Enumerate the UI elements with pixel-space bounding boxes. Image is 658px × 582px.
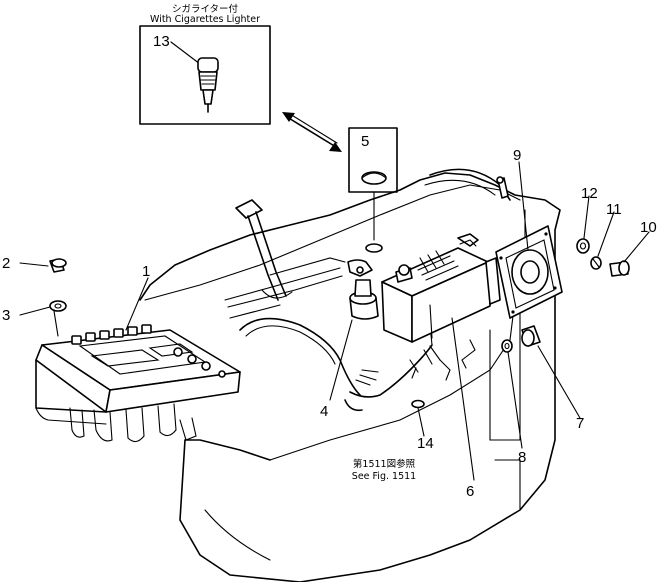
- inset-frame: [139, 25, 271, 125]
- inset-cigarette-lighter: シガライター付 With Cigarettes Lighter 13: [139, 4, 271, 125]
- part-label-11: 11: [606, 201, 622, 218]
- inset-frame-5: [348, 127, 398, 193]
- inset-part-5: 5: [348, 127, 398, 253]
- part-label-12: 12: [581, 185, 598, 202]
- leader-3: [19, 306, 51, 316]
- fuse-box: [381, 233, 491, 343]
- leader-9: [518, 161, 529, 251]
- part-label-3: 3: [2, 307, 10, 324]
- leader-13: [170, 41, 201, 65]
- key-switch: [347, 259, 379, 320]
- bolt-7: [521, 325, 541, 347]
- part-label-9: 9: [513, 147, 521, 164]
- leader-11: [597, 211, 615, 257]
- screw-10: [609, 260, 630, 277]
- leader-6: [451, 317, 475, 481]
- inset-caption-jp: シガライター付: [172, 4, 239, 15]
- washer-3: [49, 300, 67, 312]
- leader-7: [537, 345, 581, 419]
- wire-harness: [239, 317, 476, 412]
- washer-12: [576, 238, 590, 254]
- reference-note-jp: 第1511図参照: [353, 458, 416, 470]
- inset-caption-en: With Cigarettes Lighter: [150, 14, 260, 25]
- part-label-7: 7: [576, 415, 584, 432]
- part-labels: 2 3 1 4 6 7 8 9 10 11 12 14: [2, 147, 657, 500]
- part-label-2: 2: [2, 255, 10, 272]
- leader-10: [623, 231, 650, 263]
- washer-8: [501, 339, 513, 353]
- control-lever: [235, 199, 293, 301]
- speaker: [485, 225, 563, 319]
- part-label-4: 4: [320, 403, 328, 420]
- grommet-14: [411, 399, 425, 409]
- leader-8: [507, 351, 523, 449]
- panel-knobs: [71, 324, 226, 378]
- leader-2: [19, 262, 49, 267]
- reference-note-en: See Fig. 1511: [352, 471, 416, 482]
- console-body: [139, 168, 561, 582]
- instrument-panel: [35, 324, 241, 443]
- part-label-6: 6: [466, 483, 474, 500]
- console-outline: [139, 172, 561, 582]
- part-label-8: 8: [518, 449, 526, 466]
- cigarette-lighter-part: [197, 57, 219, 113]
- leader-12: [583, 195, 590, 239]
- leader-lines: [19, 161, 650, 481]
- spring-washer-11: [590, 256, 602, 270]
- cap-part: [361, 171, 387, 185]
- part-label-14: 14: [417, 435, 434, 452]
- part-label-10: 10: [640, 219, 657, 236]
- reference-note: 第1511図参照 See Fig. 1511: [352, 458, 416, 482]
- leader-4: [329, 319, 353, 401]
- screw-2: [49, 258, 67, 273]
- leader-1: [125, 277, 149, 331]
- console-top-edge: [144, 184, 521, 301]
- part-label-5: 5: [361, 133, 369, 150]
- double-arrow: [282, 112, 342, 152]
- leader-14: [417, 407, 425, 437]
- part-label-1: 1: [142, 263, 150, 280]
- part-label-13: 13: [153, 33, 170, 50]
- hood-bolt: [496, 176, 509, 199]
